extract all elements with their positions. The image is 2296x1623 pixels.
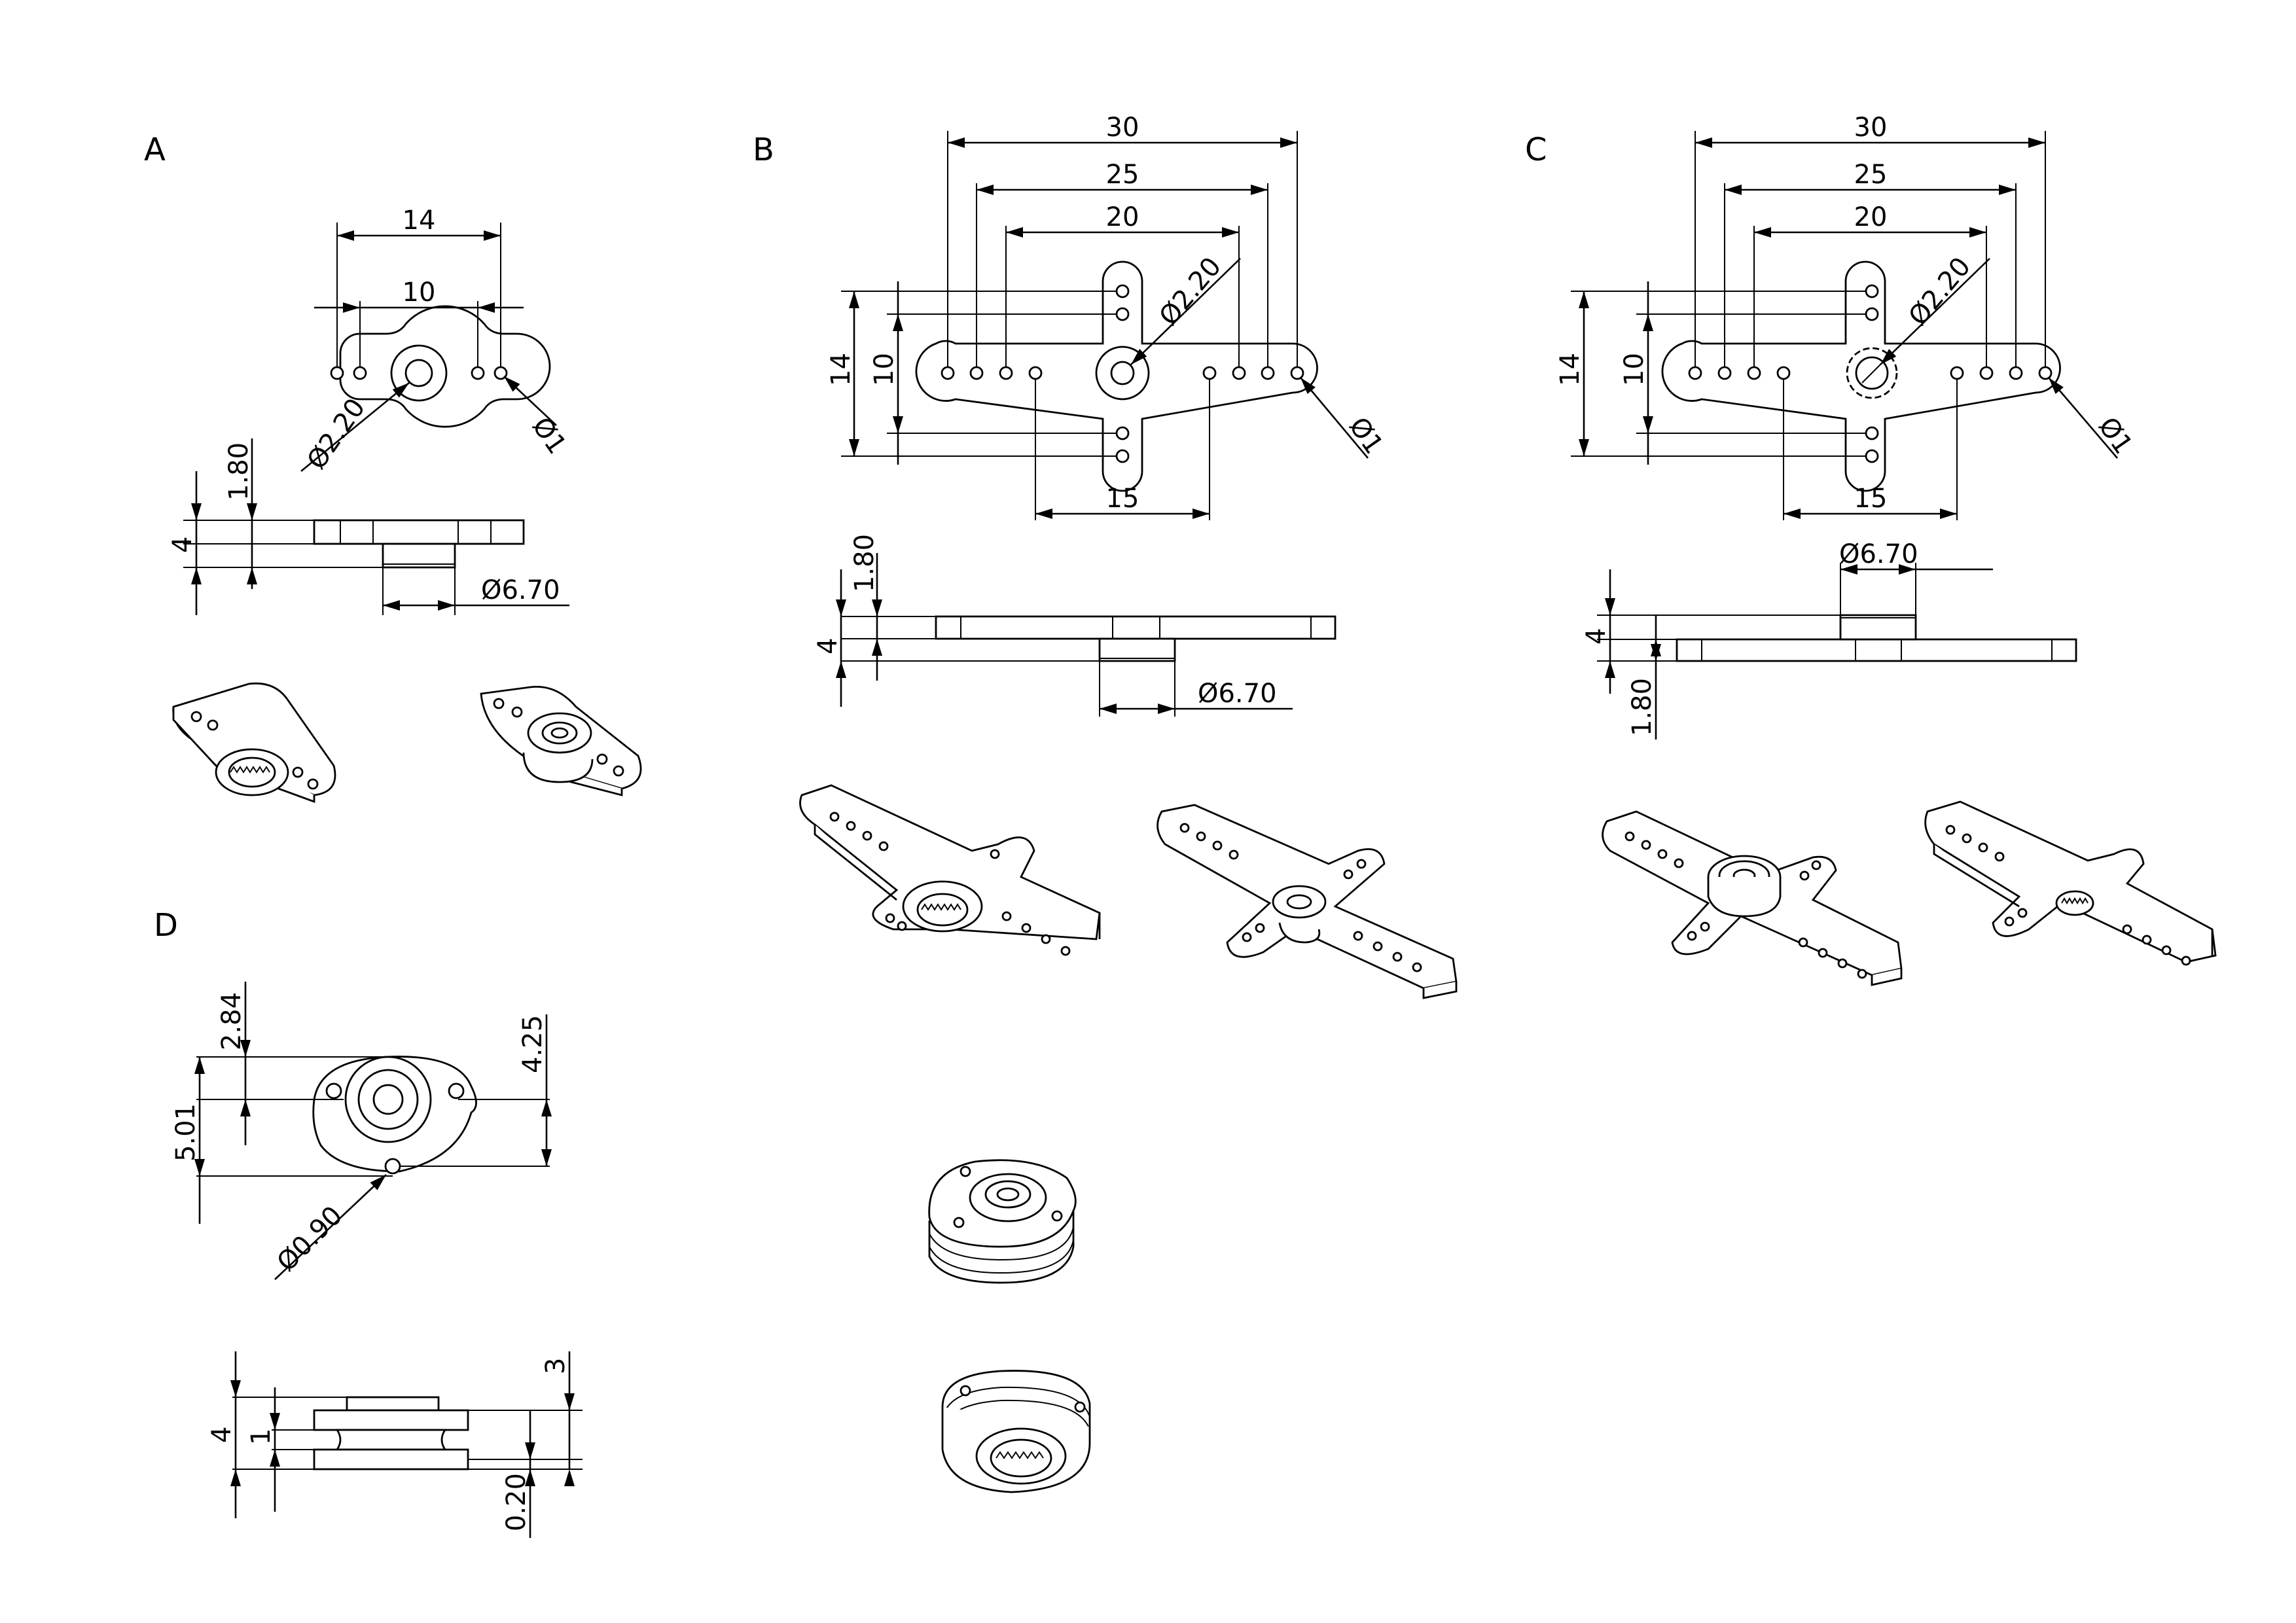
dim-c-30: 30 — [1854, 113, 1888, 143]
dim-b-10: 10 — [869, 353, 899, 386]
dim-a-dia-2-20: Ø2.20 — [302, 393, 372, 475]
dim-d-4: 4 — [207, 1427, 237, 1443]
dim-c-1-80: 1.80 — [1627, 678, 1657, 736]
dim-b-14: 14 — [826, 353, 856, 386]
part-b-iso-underside — [799, 784, 1101, 956]
dim-c-14: 14 — [1555, 353, 1585, 386]
part-d-side-view — [313, 1396, 469, 1471]
part-b-iso-top — [1157, 804, 1458, 999]
dim-d-1: 1 — [246, 1429, 276, 1445]
dim-b-30: 30 — [1106, 113, 1139, 143]
part-d-iso-underside — [941, 1370, 1091, 1493]
part-c-iso-underside — [1924, 800, 2217, 966]
part-a-iso-top — [480, 686, 642, 796]
section-label-d: D — [154, 907, 178, 944]
dim-b-1-80: 1.80 — [850, 534, 880, 592]
dim-c-dia-2-20: Ø2.20 — [1903, 252, 1977, 332]
dim-c-25: 25 — [1854, 160, 1888, 190]
dim-c-4: 4 — [1581, 628, 1611, 645]
dim-c-dia-6-70: Ø6.70 — [1839, 539, 1918, 569]
dim-a-1-80: 1.80 — [224, 442, 254, 501]
dim-a-dia-6-70: Ø6.70 — [481, 575, 560, 605]
dim-a-4: 4 — [168, 537, 198, 553]
dim-d-dia-0-90: Ø0.90 — [272, 1200, 349, 1277]
section-label-a: A — [144, 132, 166, 168]
dim-c-10: 10 — [1619, 353, 1649, 386]
dim-b-25: 25 — [1106, 160, 1139, 190]
dim-c-20: 20 — [1854, 202, 1888, 232]
dim-c-dia-1: Ø1 — [2092, 412, 2138, 459]
dim-b-15: 15 — [1106, 484, 1139, 514]
part-c-iso-top — [1602, 810, 1903, 986]
dim-d-0-20: 0.20 — [501, 1473, 531, 1531]
dim-b-20: 20 — [1106, 202, 1139, 232]
dim-a-10: 10 — [403, 277, 436, 308]
dim-b-4: 4 — [813, 638, 843, 654]
part-a-drawing: 14 10 Ø2.20 Ø1 1.80 4 — [168, 205, 642, 804]
dim-c-15: 15 — [1854, 484, 1888, 514]
part-c-side-view — [1676, 638, 2077, 662]
dim-d-4-25: 4.25 — [518, 1015, 548, 1073]
section-label-b: B — [753, 132, 774, 168]
dim-b-dia-2-20: Ø2.20 — [1153, 252, 1227, 332]
dim-d-2-84: 2.84 — [217, 992, 247, 1050]
dim-b-dia-6-70: Ø6.70 — [1198, 679, 1277, 709]
part-d-drawing: 2.84 4.25 5.01 Ø0.90 4 — [171, 982, 1091, 1538]
part-a-side-view — [313, 519, 525, 545]
dim-d-3: 3 — [541, 1358, 571, 1374]
dim-a-14: 14 — [403, 205, 436, 236]
part-c-drawing: 30 25 20 15 14 10 Ø2.20 Ø1 — [1555, 113, 2217, 986]
part-b-side-view — [935, 615, 1336, 640]
part-d-iso-top — [928, 1159, 1077, 1284]
part-b-drawing: 30 25 20 15 14 10 Ø2.20 Ø1 — [799, 113, 1458, 999]
dim-d-5-01: 5.01 — [171, 1103, 201, 1162]
dim-b-dia-1: Ø1 — [1343, 412, 1389, 459]
dim-a-dia-1: Ø1 — [526, 412, 572, 459]
part-a-iso-underside — [172, 682, 336, 804]
section-label-c: C — [1525, 132, 1547, 168]
